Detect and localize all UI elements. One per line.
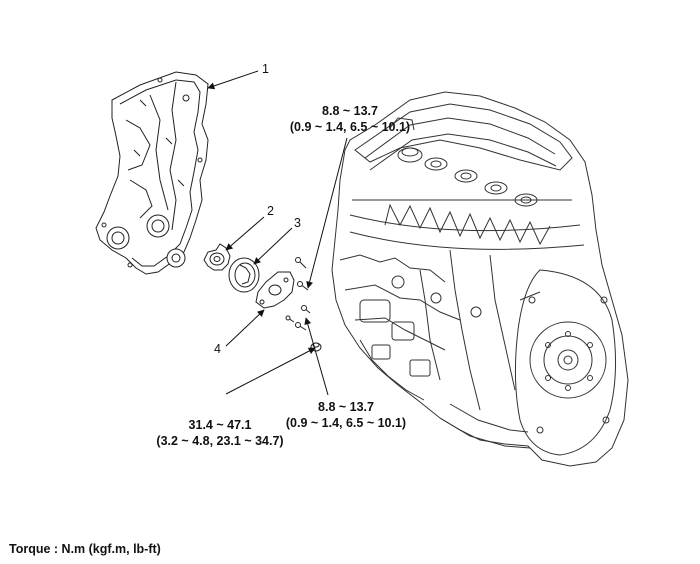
torque-top-alt: (0.9 ~ 1.4, 6.5 ~ 10.1) <box>289 120 411 134</box>
torque-top-nm: 8.8 ~ 13.7 <box>322 104 378 118</box>
outer-rotor <box>228 257 260 293</box>
mounting-bolts <box>285 257 311 331</box>
torque-right-nm: 8.8 ~ 13.7 <box>318 400 374 414</box>
engine-block <box>331 91 629 467</box>
inner-rotor <box>203 243 231 271</box>
leader-left-torque <box>225 347 316 395</box>
leader-3 <box>253 227 293 265</box>
leader-2 <box>225 216 265 251</box>
callout-2: 2 <box>267 204 274 218</box>
callout-3: 3 <box>294 216 301 230</box>
callout-1: 1 <box>262 62 269 76</box>
leader-4 <box>225 309 265 347</box>
leader-1 <box>207 70 259 90</box>
torque-units-note: Torque : N.m (kgf.m, lb-ft) <box>9 542 161 556</box>
torque-left-alt: (3.2 ~ 4.8, 23.1 ~ 34.7) <box>156 434 284 448</box>
oil-pump-cover <box>255 271 295 309</box>
torque-right-alt: (0.9 ~ 1.4, 6.5 ~ 10.1) <box>285 416 407 430</box>
torque-left-nm: 31.4 ~ 47.1 <box>188 418 252 432</box>
leader-top-torque <box>306 137 348 289</box>
timing-chain-cover <box>95 71 209 275</box>
callout-4: 4 <box>214 342 221 356</box>
leader-lines <box>207 70 348 396</box>
leader-right-torque <box>304 317 329 396</box>
